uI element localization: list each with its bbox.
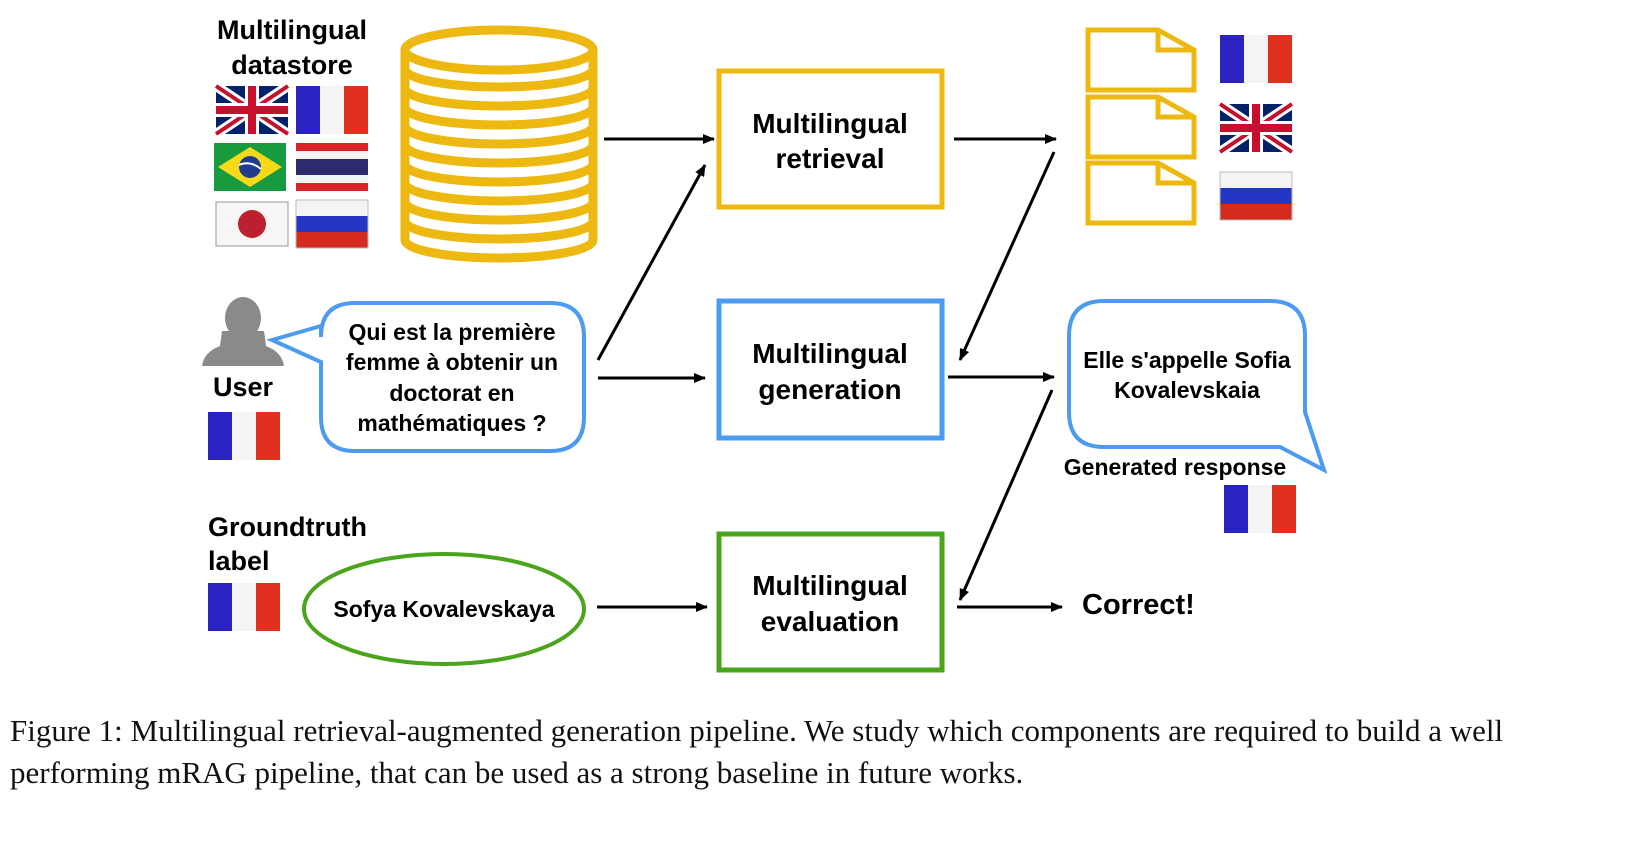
groundtruth-value: Sofya Kovalevskaya [333,596,554,622]
russia-flag-icon [295,199,369,249]
doc-russia-flag-icon [1219,171,1293,221]
evaluation-module-box [716,531,945,673]
generation-module-line1: Multilingual [752,338,908,369]
query-line-4: mathématiques ? [357,410,546,436]
response-france-flag-icon [1224,485,1296,533]
datastore-title-line1: Multilingual [217,15,367,45]
response-line-1: Elle s'appelle Sofia [1083,347,1291,373]
groundtruth-france-flag-icon [208,583,280,631]
database-icon [400,25,598,263]
response-speech-bubble [1067,299,1328,475]
generation-module-box [716,298,945,441]
japan-flag-icon [215,201,289,247]
retrieved-document-icon [1088,163,1194,223]
generated-response-label: Generated response [1064,454,1286,480]
arrow-documents-to-generation [958,151,1056,361]
query-line-3: doctorat en [389,380,514,406]
retrieval-module-line2: retrieval [776,143,885,174]
groundtruth-ellipse [302,552,586,666]
groundtruth-label-line2: label [208,546,270,576]
doc-uk-flag-icon [1220,104,1292,152]
datastore-title-line2: datastore [231,50,353,80]
retrieval-module-box [716,68,945,210]
arrow-query-to-retrieval [596,164,707,361]
thailand-flag-icon [296,143,368,191]
groundtruth-label-line1: Groundtruth [208,512,367,542]
mrag-pipeline-diagram: Multilingual datastore Multilingual retr… [202,15,1328,673]
generation-module-line2: generation [758,374,901,405]
user-icon [202,297,284,366]
france-flag-icon [296,86,368,134]
response-line-2: Kovalevskaia [1114,377,1260,403]
query-line-1: Qui est la première [348,319,555,345]
uk-flag-icon [216,86,288,134]
query-speech-bubble [266,301,586,453]
figure-caption: Figure 1: Multilingual retrieval-augment… [10,713,1504,790]
retrieved-document-icon [1088,97,1194,157]
retrieved-document-icon [1088,30,1194,90]
retrieval-module-line1: Multilingual [752,108,908,139]
user-france-flag-icon [208,412,280,460]
arrow-response-to-evaluation [958,389,1054,601]
evaluation-module-line1: Multilingual [752,570,908,601]
query-line-2: femme à obtenir un [346,349,558,375]
brazil-flag-icon [213,142,287,192]
evaluation-module-line2: evaluation [761,606,899,637]
result-correct: Correct! [1082,589,1195,621]
user-label: User [213,372,274,402]
doc-france-flag-icon [1220,35,1292,83]
